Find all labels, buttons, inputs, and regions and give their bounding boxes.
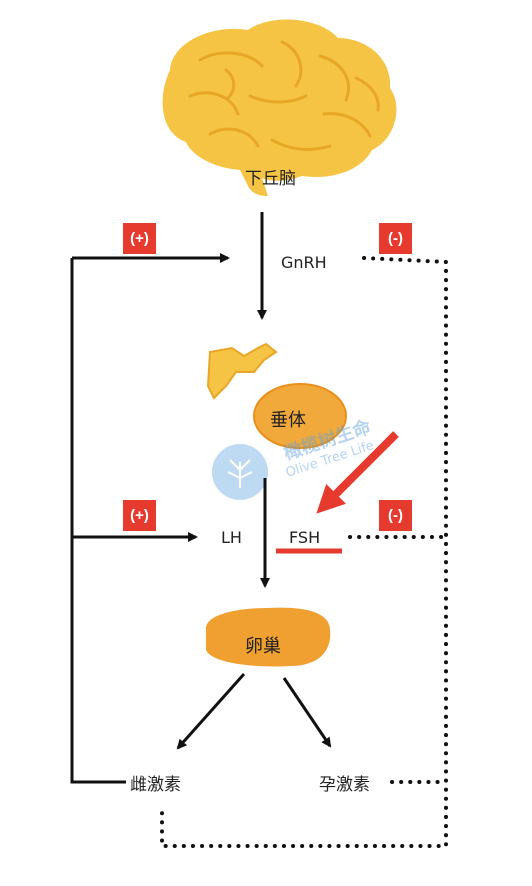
ovary-illustration (205, 607, 331, 667)
arrow-ovary-to-progesterone (282, 677, 332, 748)
fsh-label: FSH (289, 528, 321, 547)
progesterone-label: 孕激素 (319, 775, 370, 795)
lh-label: LH (221, 528, 242, 547)
positive-badge-gnrh: (+) (123, 223, 156, 254)
negative-badge-gnrh: (-) (379, 223, 412, 254)
arrow-ovary-to-estrogen (176, 673, 246, 750)
red-arrow-to-fsh (316, 431, 399, 514)
pituitary-label: 垂体 (270, 410, 306, 431)
negative-badge-fsh: (-) (379, 500, 412, 531)
brain-illustration (162, 19, 397, 196)
pituitary-illustration (206, 342, 347, 449)
hypothalamus-label: 下丘脑 (245, 169, 296, 189)
feedback-line-estrogen (70, 258, 126, 784)
dotted-feedback-gnrh (160, 256, 448, 848)
ovary-label: 卵巢 (245, 636, 281, 657)
positive-badge-lh: (+) (123, 500, 156, 531)
watermark-logo (212, 444, 268, 500)
estrogen-label: 雌激素 (130, 775, 181, 795)
gnrh-label: GnRH (281, 253, 327, 272)
